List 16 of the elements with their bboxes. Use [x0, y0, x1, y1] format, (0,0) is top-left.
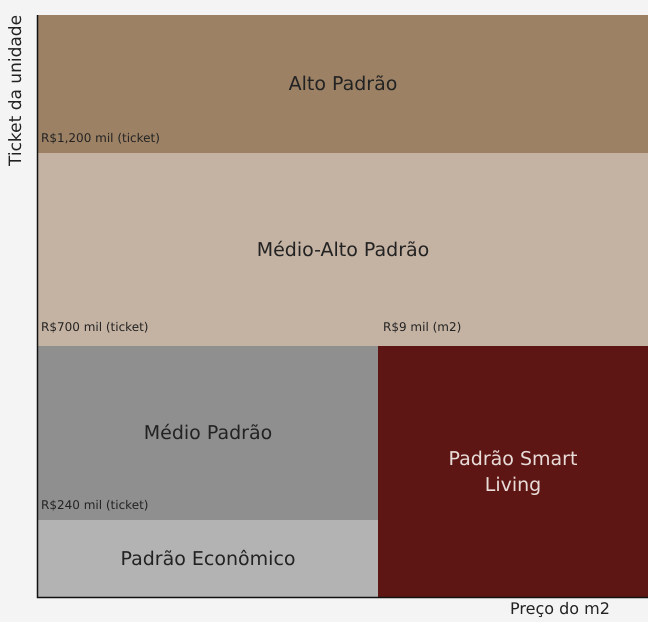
segment-band [38, 520, 378, 597]
segment-band [38, 346, 378, 520]
axis-title: Ticket da unidade [6, 15, 26, 168]
segment-label: Médio-Alto Padrão [256, 238, 430, 262]
threshold-label: R$700 mil (ticket) [41, 320, 148, 334]
threshold-label: R$9 mil (m2) [383, 320, 462, 334]
threshold-label: R$1,200 mil (ticket) [41, 131, 160, 145]
segment-label: Padrão Econômico [120, 546, 296, 572]
axis-title: Preço do m2 [510, 599, 610, 618]
threshold-label: R$240 mil (ticket) [41, 498, 148, 512]
segment-band [38, 15, 648, 153]
segment-label: Padrão Smart Living [448, 446, 578, 498]
segment-label: Alto Padrão [288, 72, 398, 97]
segment-block [378, 346, 648, 597]
segment-label: Médio Padrão [144, 421, 272, 446]
segment-band [38, 153, 648, 346]
